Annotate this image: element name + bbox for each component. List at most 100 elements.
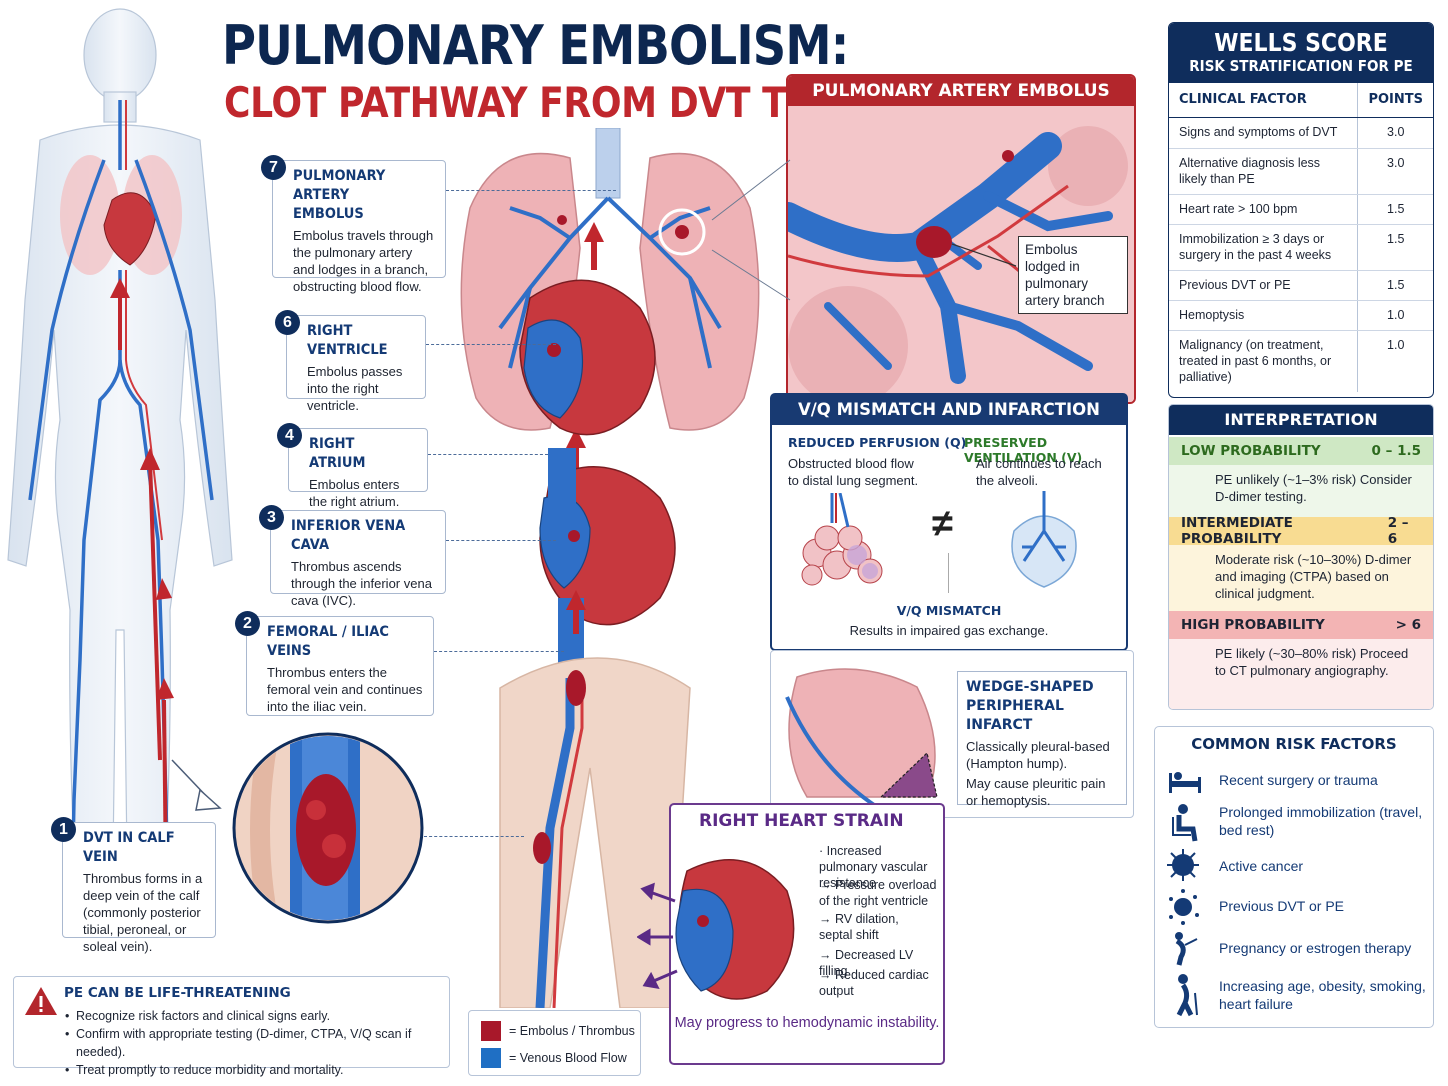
ventilation-body: Air continues to reach the alveoli. xyxy=(976,456,1102,488)
step-7-callout: 7 PULMONARY ARTERY EMBOLUS Embolus trave… xyxy=(261,155,446,294)
strain-item-5: → Reduced cardiac output xyxy=(819,968,929,998)
title-line-1: PULMONARY EMBOLISM: xyxy=(222,14,849,77)
panel-header: PULMONARY ARTERY EMBOLUS xyxy=(788,76,1134,106)
human-body-illustration xyxy=(7,8,233,933)
perfusion-title: REDUCED PERFUSION (Q) xyxy=(788,435,967,450)
wells-score-table: WELLS SCORE RISK STRATIFICATION FOR PE C… xyxy=(1168,22,1434,398)
wells-subtitle: RISK STRATIFICATION FOR PE xyxy=(1189,57,1413,75)
pregnancy-icon xyxy=(1175,932,1198,966)
strain-item-3: → RV dilation, septal shift xyxy=(819,912,899,942)
high-probability-text: PE likely (~30–80% risk) Proceed to CT p… xyxy=(1169,639,1433,709)
legend-item-venous: = Venous Blood Flow xyxy=(481,1048,627,1068)
step-title: FEMORAL / ILIAC VEINS xyxy=(267,624,389,659)
vq-mismatch-panel: V/Q MISMATCH AND INFARCTION REDUCED PERF… xyxy=(770,393,1128,651)
panel-header: V/Q MISMATCH AND INFARCTION xyxy=(772,395,1126,425)
step-4-callout: 4 RIGHT ATRIUM Embolus enters the right … xyxy=(277,423,428,509)
step-number: 2 xyxy=(235,611,260,636)
airway-ventilation-icon xyxy=(1011,491,1077,588)
step-number: 4 xyxy=(277,423,302,448)
risk-item: Recent surgery or trauma xyxy=(1155,763,1433,803)
wedge-title: WEDGE-SHAPED PERIPHERAL INFARCT xyxy=(966,679,1094,733)
step-title: DVT IN CALF VEIN xyxy=(83,830,175,865)
alveoli-perfusion-icon xyxy=(801,493,883,586)
step-body: Thrombus ascends through the inferior ve… xyxy=(291,559,432,608)
risk-item: Previous DVT or PE xyxy=(1155,889,1433,929)
calf-vein-zoom xyxy=(232,732,424,924)
seated-person-icon xyxy=(1172,804,1198,842)
clot-icon xyxy=(1169,889,1199,925)
right-heart-strain-panel: RIGHT HEART STRAIN · Increased pulmonary… xyxy=(637,803,945,1065)
step-number: 1 xyxy=(51,817,76,842)
ventilation-title: PRESERVED VENTILATION (V) xyxy=(964,435,1083,465)
strain-footer: May progress to hemodynamic instability. xyxy=(674,1015,940,1031)
step-title: PULMONARY ARTERY EMBOLUS xyxy=(293,168,386,222)
intermediate-probability-text: Moderate risk (~10–30%) D-dimer and imag… xyxy=(1169,545,1433,611)
table-row: Malignancy (on treatment, treated in pas… xyxy=(1169,330,1433,392)
cancer-cell-icon xyxy=(1167,849,1199,881)
elderly-person-icon xyxy=(1176,974,1198,1017)
interpretation-header: INTERPRETATION xyxy=(1169,405,1433,435)
high-probability-bar: HIGH PROBABILITY> 6 xyxy=(1169,611,1433,639)
risk-item: Increasing age, obesity, smoking, heart … xyxy=(1155,973,1433,1017)
central-anatomy-illustration xyxy=(460,128,760,1008)
risk-item: Active cancer xyxy=(1155,849,1433,889)
high-probability-block: HIGH PROBABILITY> 6 PE likely (~30–80% r… xyxy=(1169,611,1433,709)
step-title: RIGHT VENTRICLE xyxy=(307,323,388,358)
warning-item: Confirm with appropriate testing (D-dime… xyxy=(65,1025,449,1061)
panel-title: RIGHT HEART STRAIN xyxy=(699,811,904,831)
wedge-description: WEDGE-SHAPED PERIPHERAL INFARCT Classica… xyxy=(957,671,1127,808)
perfusion-body: Obstructed blood flow to distal lung seg… xyxy=(788,456,919,488)
embolus-swatch xyxy=(481,1021,501,1041)
wedge-body-1: Classically pleural-based (Hampton hump)… xyxy=(966,739,1110,771)
step-title: RIGHT ATRIUM xyxy=(309,436,366,471)
col-header-points: POINTS xyxy=(1357,83,1433,118)
risk-factors-panel: COMMON RISK FACTORS Recent surgery or tr… xyxy=(1154,726,1434,1028)
risk-item: Prolonged immobilization (travel, bed re… xyxy=(1155,803,1433,843)
warning-title: PE CAN BE LIFE-THREATENING xyxy=(64,985,291,1001)
strain-item-1: · Increased pulmonary vascular resistanc… xyxy=(819,844,928,890)
step-body: Embolus passes into the right ventricle. xyxy=(307,364,403,413)
strain-item-4: → Decreased LV filling xyxy=(819,948,914,978)
col-header-factor: CLINICAL FACTOR xyxy=(1169,83,1358,118)
wells-table: CLINICAL FACTOR POINTS Signs and symptom… xyxy=(1169,83,1433,392)
hospital-bed-icon xyxy=(1169,772,1201,793)
step-body: Thrombus enters the femoral vein and con… xyxy=(267,665,423,714)
risk-item: Pregnancy or estrogen therapy xyxy=(1155,931,1433,971)
lung-infarct-illustration xyxy=(785,668,938,809)
strain-item-2: → Pressure overload of the right ventric… xyxy=(819,878,937,908)
step-3-callout: 3 INFERIOR VENA CAVA Thrombus ascends th… xyxy=(259,505,446,608)
step-body: Embolus enters the right atrium. xyxy=(309,477,400,509)
step-2-callout: 2 FEMORAL / ILIAC VEINS Thrombus enters … xyxy=(235,611,434,716)
step-body: Embolus travels through the pulmonary ar… xyxy=(293,228,434,294)
embolus-note: Embolus lodged in pulmonary artery branc… xyxy=(1018,236,1128,314)
warning-item: Treat promptly to reduce morbidity and m… xyxy=(65,1061,449,1079)
warning-box: PE CAN BE LIFE-THREATENING Recognize ris… xyxy=(13,976,450,1079)
step-body: Thrombus forms in a deep vein of the cal… xyxy=(83,871,203,954)
table-row: Immobilization ≥ 3 days or surgery in th… xyxy=(1169,224,1433,271)
step-6-callout: 6 RIGHT VENTRICLE Embolus passes into th… xyxy=(275,310,426,413)
step-title: INFERIOR VENA CAVA xyxy=(291,518,406,553)
step-1-callout: 1 DVT IN CALF VEIN Thrombus forms in a d… xyxy=(51,817,216,954)
venous-swatch xyxy=(481,1048,501,1068)
not-equal-symbol: ≠ xyxy=(932,503,953,545)
low-probability-text: PE unlikely (~1–3% risk) Consider D-dime… xyxy=(1169,465,1433,517)
mismatch-body: Results in impaired gas exchange. xyxy=(849,623,1049,638)
wedge-infarct-panel: WEDGE-SHAPED PERIPHERAL INFARCT Classica… xyxy=(770,650,1134,818)
warning-item: Recognize risk factors and clinical sign… xyxy=(65,1007,449,1025)
wedge-body-2: May cause pleuritic pain or hemoptysis. xyxy=(966,776,1106,808)
lung-closeup-illustration xyxy=(788,106,1134,402)
strained-heart-illustration xyxy=(637,859,795,1000)
step-number: 3 xyxy=(259,505,284,530)
legend-item-embolus: = Embolus / Thrombus xyxy=(481,1021,635,1041)
risk-factors-title: COMMON RISK FACTORS xyxy=(1191,735,1397,753)
wells-title: WELLS SCORE xyxy=(1214,28,1388,57)
zoom-connector xyxy=(711,159,791,301)
